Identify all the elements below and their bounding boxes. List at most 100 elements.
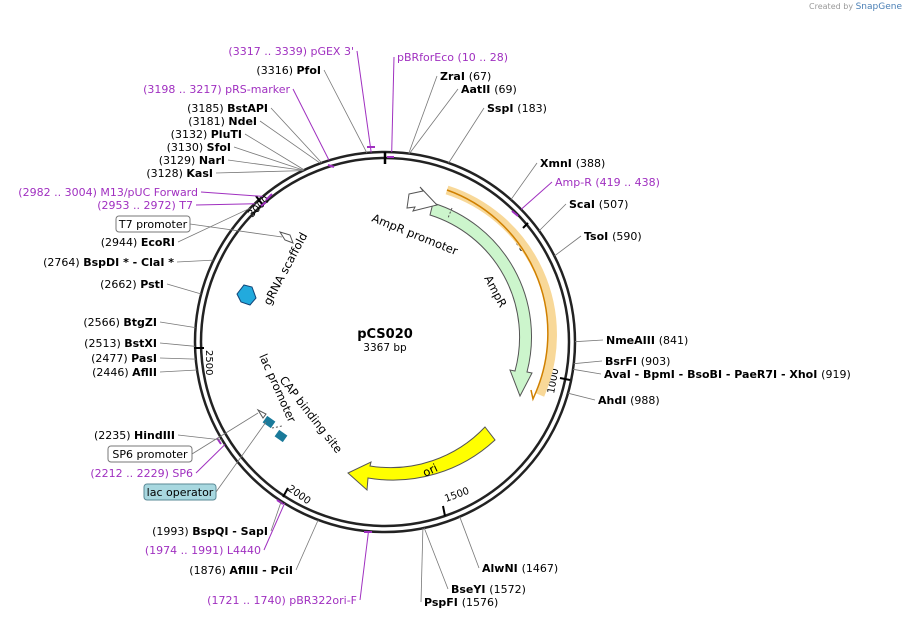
- boxed-labels: T7 promoter SP6 promoter lac operator: [107, 215, 283, 501]
- site-position: (3132): [171, 128, 211, 141]
- site-label-bspqi: (1993) BspQI - SapI: [152, 525, 268, 538]
- ampr-promoter-arrow: [406, 186, 438, 212]
- site-position: (388): [576, 157, 606, 170]
- tick-500: [522, 222, 529, 229]
- leader-s-ecori: [177, 207, 251, 243]
- site-position: (67): [469, 70, 492, 83]
- lac-dash-line: [271, 425, 283, 429]
- leader-p-sp6: [195, 444, 226, 474]
- leader-s-tsoi: [554, 235, 582, 257]
- tick-3000: [255, 195, 263, 205]
- leader-s-pluti: [244, 133, 305, 171]
- site-position: (2477): [91, 352, 131, 365]
- site-position: (3130): [167, 141, 207, 154]
- site-name: XmnI: [540, 157, 576, 170]
- site-name: AvaI - BpmI - BsoBI - PaeR7I - XhoI: [604, 368, 821, 381]
- site-label-pluti: (3132) PluTI: [171, 128, 242, 141]
- site-position: (1576): [462, 596, 499, 609]
- leader-s-ava: [572, 368, 602, 375]
- site-position: (3129): [159, 154, 199, 167]
- leader-p-pbrforeco: [391, 56, 395, 153]
- leader-p-pbr322ori: [359, 531, 369, 601]
- credit-prefix: Created by: [809, 2, 854, 11]
- site-label-bstxi: (2513) BstXI: [84, 337, 157, 350]
- grna-scaffold-label: gRNA scaffold: [260, 230, 310, 307]
- site-name: NdeI: [228, 115, 257, 128]
- site-label-ndei: (3181) NdeI: [188, 115, 257, 128]
- leader-p-l4440: [263, 503, 286, 551]
- site-label-bseyi: BseYI (1572): [451, 583, 526, 596]
- site-position: (507): [599, 198, 629, 211]
- leader-s-btgzi: [159, 321, 196, 328]
- lac-operator-box: [262, 415, 276, 429]
- leader-s-nari: [227, 159, 304, 171]
- leader-s-alwni: [459, 516, 480, 569]
- site-name: BspQI - SapI: [192, 525, 268, 538]
- sp6-box-leader: [191, 412, 259, 455]
- lac-promoter-arrow: [256, 408, 267, 419]
- primer-mark-prs: [327, 164, 335, 168]
- primer-label-ampr: Amp-R (419 .. 438): [555, 176, 660, 189]
- site-position: (2944): [101, 236, 141, 249]
- leader-p-prs: [292, 88, 330, 161]
- grna-scaffold-arrow: [236, 284, 257, 306]
- site-label-nmeaiii: NmeAIII (841): [606, 334, 688, 347]
- site-position: (69): [494, 83, 517, 96]
- leader-s-bseyi: [423, 527, 449, 590]
- primer-mark-m13: [265, 193, 273, 201]
- site-name: AflIII - PciI: [229, 564, 293, 577]
- leader-s-bsrfi: [573, 360, 603, 365]
- cap-site-box: [274, 429, 288, 443]
- site-position: (2764): [43, 256, 83, 269]
- primer-label-pgex: (3317 .. 3339) pGEX 3': [228, 45, 354, 58]
- tick-label-1500: 1500: [443, 486, 471, 505]
- site-name: BsrFI: [605, 355, 641, 368]
- leader-s-scai: [538, 203, 567, 232]
- primer-label-prs: (3198 .. 3217) pRS-marker: [143, 83, 290, 96]
- site-label-bsrfi: BsrFI (903): [605, 355, 670, 368]
- lacop-box-leader: [215, 421, 267, 493]
- tick-2000: [282, 487, 289, 498]
- leader-s-bspqi: [270, 501, 282, 532]
- site-name: BspDI * - ClaI *: [83, 256, 174, 269]
- ampr-promoter-junction: [447, 207, 453, 219]
- site-position: (1467): [522, 562, 559, 575]
- sp6-promoter-label: SP6 promoter: [112, 448, 188, 461]
- site-name: NmeAIII: [606, 334, 659, 347]
- site-label-kasi: (3128) KasI: [146, 167, 213, 180]
- primer-labels: pBRforEco (10 .. 28)Amp-R (419 .. 438)(1…: [18, 45, 660, 607]
- site-position: (3185): [187, 102, 227, 115]
- site-label-pasi: (2477) PasI: [91, 352, 157, 365]
- site-name: BstAPI: [227, 102, 268, 115]
- primer-mark-l4440: [276, 499, 284, 505]
- site-name: AflII: [132, 366, 157, 379]
- site-name: PspFI: [424, 596, 462, 609]
- site-position: (3316): [256, 64, 296, 77]
- primer-label-pbr322ori: (1721 .. 1740) pBR322ori-F: [207, 594, 357, 607]
- site-position: (903): [641, 355, 671, 368]
- leader-s-sspi: [448, 107, 485, 164]
- site-name: BtgZI: [123, 316, 157, 329]
- site-position: (2513): [84, 337, 124, 350]
- lac-operator-label: lac operator: [147, 486, 214, 499]
- ampr-feature: [406, 185, 557, 402]
- leader-s-sfoi: [233, 146, 304, 171]
- leader-s-aatii: [409, 88, 459, 154]
- leader-s-xmni: [510, 162, 538, 200]
- leader-s-pfoi: [323, 69, 368, 154]
- site-name: AhdI: [598, 394, 630, 407]
- tick-1500: [442, 505, 446, 517]
- site-label-ava: AvaI - BpmI - BsoBI - PaeR7I - XhoI (919…: [604, 368, 851, 381]
- site-label-bspdi: (2764) BspDI * - ClaI *: [43, 256, 174, 269]
- primer-mark-ampr: [511, 210, 519, 217]
- site-label-psti: (2662) PstI: [100, 278, 164, 291]
- tick-label-2500: 2500: [203, 350, 214, 375]
- site-label-afliii: (1876) AflIII - PciI: [189, 564, 293, 577]
- t7-promoter-arrow: [278, 231, 294, 244]
- restriction-site-labels: ZraI (67)AatII (69)SspI (183)XmnI (388)S…: [43, 64, 851, 609]
- site-position: (590): [612, 230, 642, 243]
- lac-region: [256, 408, 288, 443]
- site-position: (2235): [94, 429, 134, 442]
- leader-s-bstxi: [159, 342, 196, 347]
- site-label-tsoi: TsoI (590): [584, 230, 642, 243]
